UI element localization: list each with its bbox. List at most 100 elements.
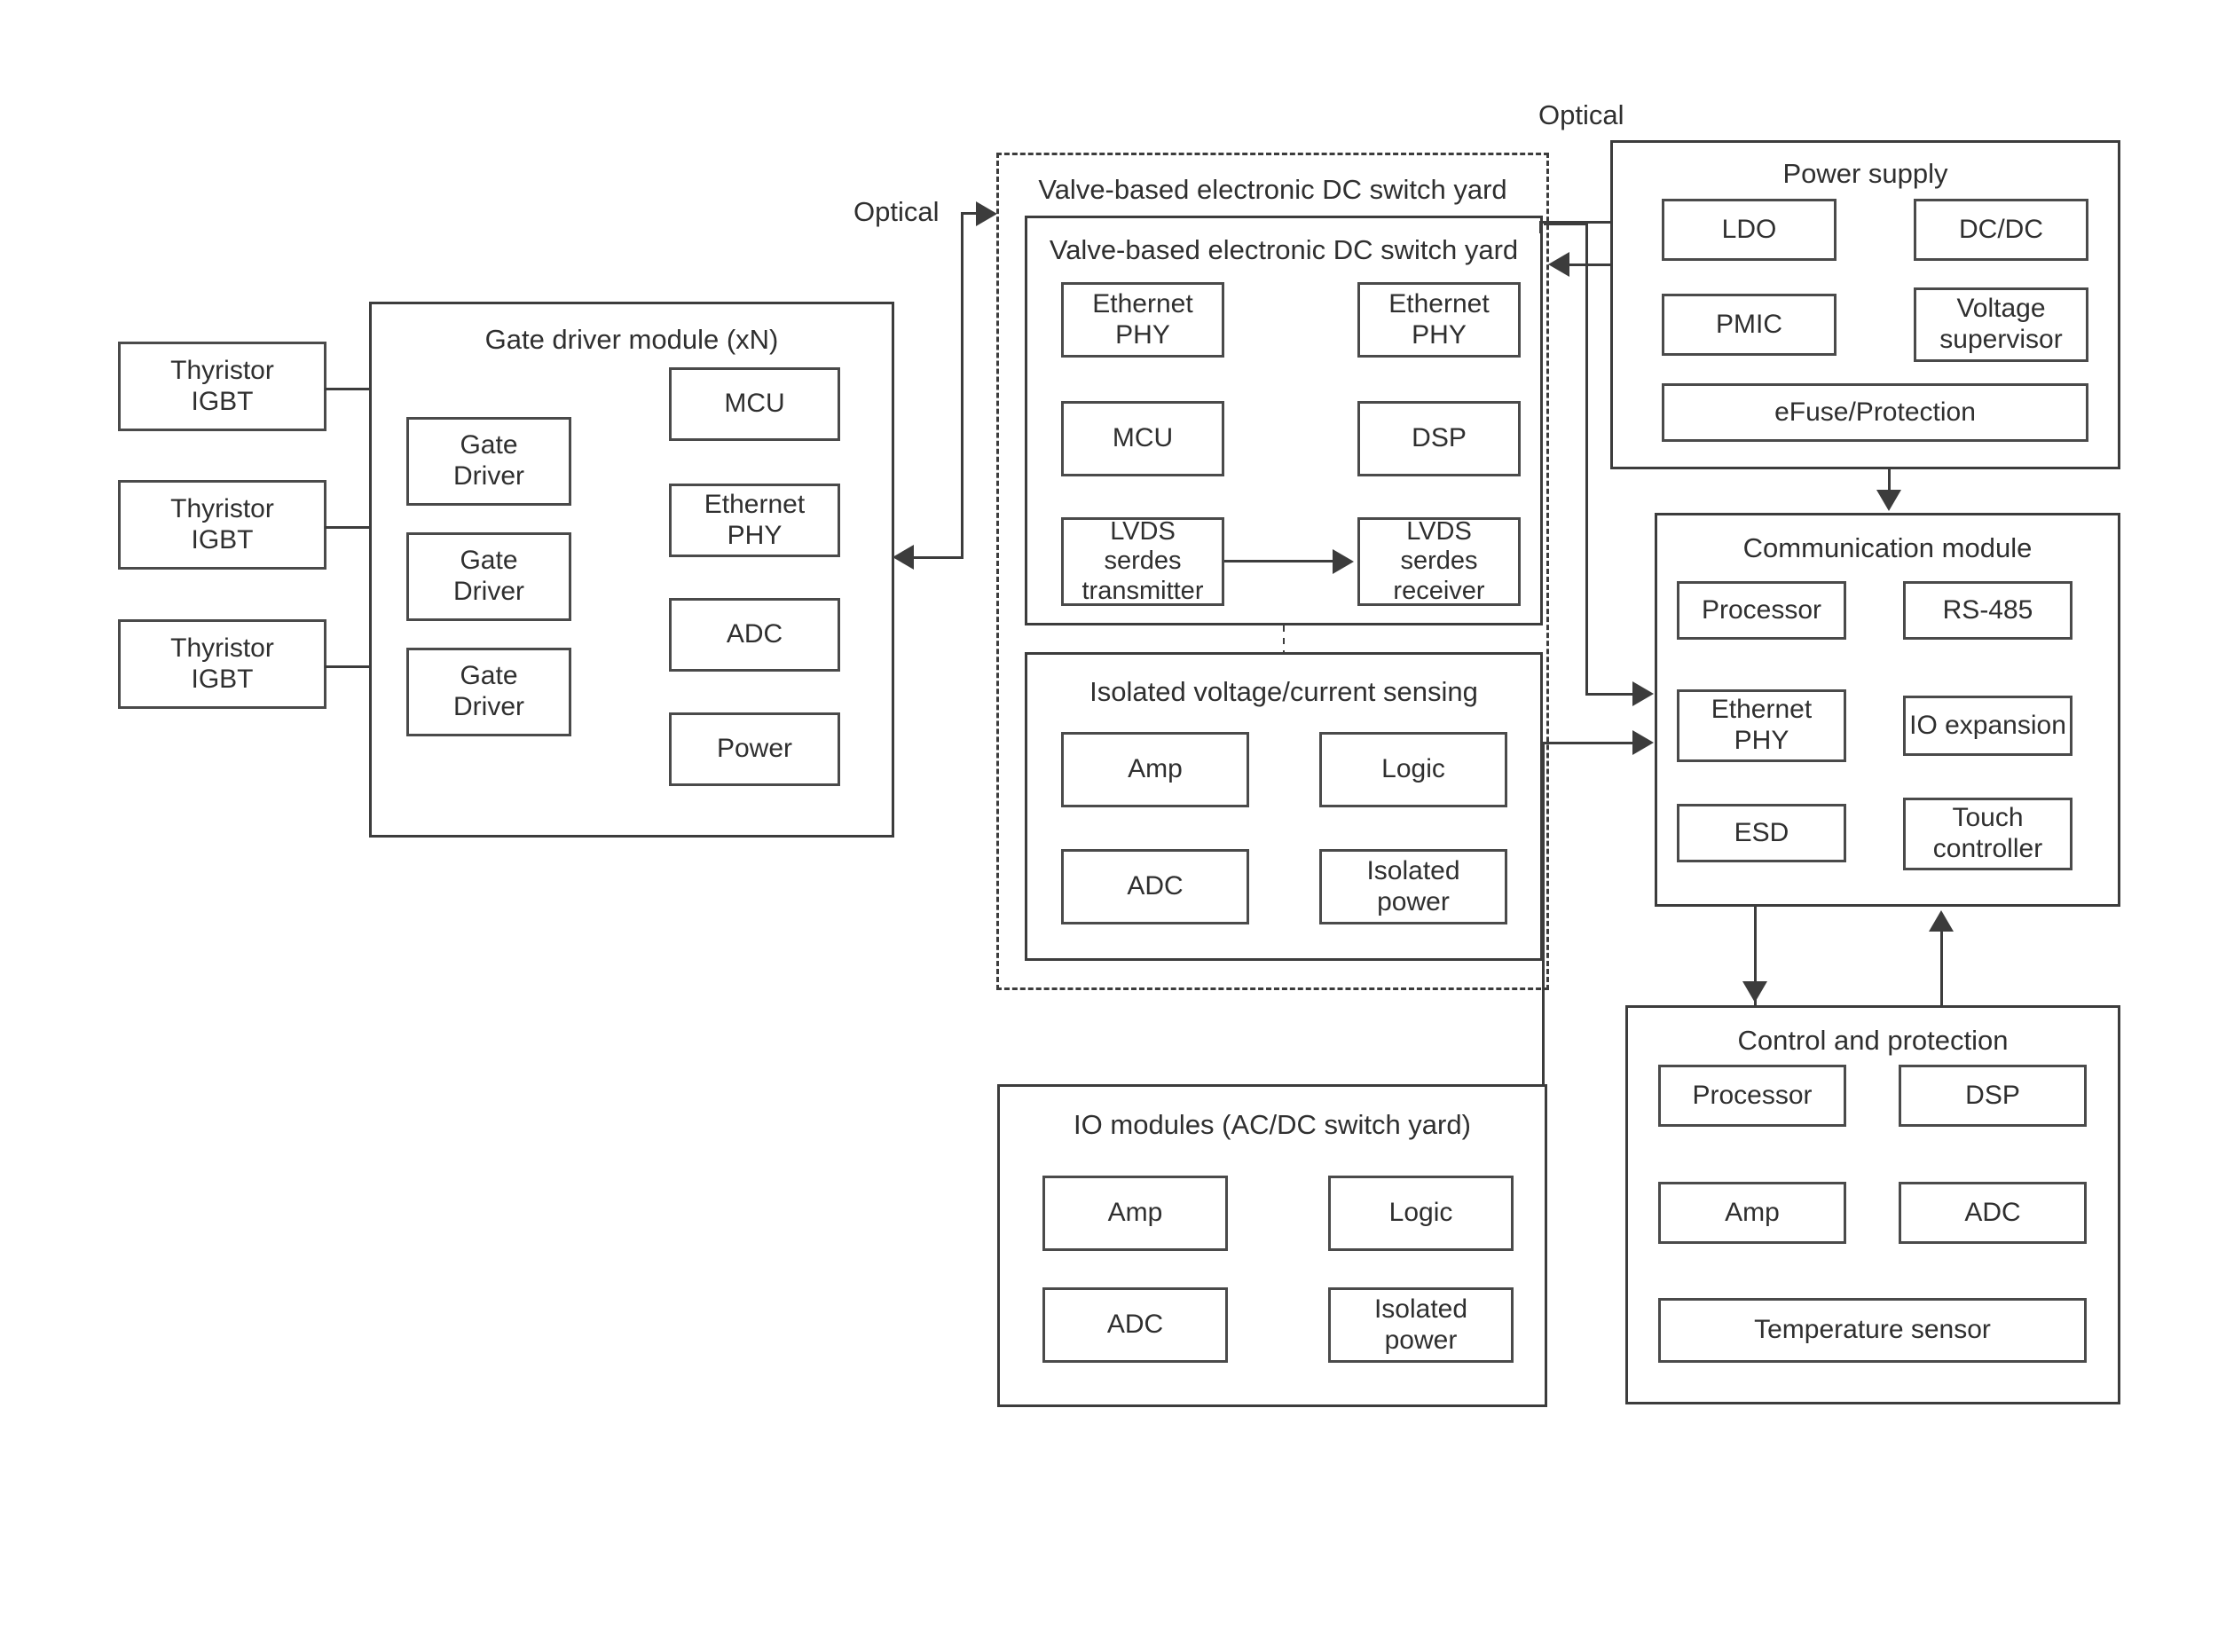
communication-rs485: RS-485 — [1903, 581, 2072, 640]
gate-driver-1-line2: Driver — [453, 461, 524, 491]
power-supply-ldo: LDO — [1662, 199, 1837, 261]
isolated-sensing-title: Isolated voltage/current sensing — [1089, 676, 1478, 707]
isolated-sensing-adc-label: ADC — [1127, 871, 1184, 901]
thyristor-igbt-block-1: Thyristor IGBT — [118, 342, 326, 431]
isolated-sensing-isolated-power-line1: Isolated — [1366, 855, 1460, 885]
thyristor-igbt-block-3: Thyristor IGBT — [118, 619, 326, 709]
communication-touch-controller-line2: controller — [1932, 834, 2043, 863]
optical-top-line-v-left — [1539, 221, 1542, 233]
power-supply-efuse-protection-label: eFuse/Protection — [1774, 397, 1976, 427]
control-adc: ADC — [1899, 1182, 2087, 1244]
valve-yard-ethernet-phy-right: Ethernet PHY — [1357, 282, 1521, 358]
isolated-sensing-isolated-power-line2: power — [1377, 886, 1450, 916]
connector-comm-to-control — [1754, 907, 1757, 1006]
communication-processor-label: Processor — [1701, 594, 1822, 625]
valve-yard-ethernet-phy-left-line1: Ethernet — [1092, 288, 1193, 319]
gate-driver-3: Gate Driver — [406, 648, 571, 736]
optical-arrow-into-valve-yard-inner — [1548, 252, 1569, 277]
communication-module-title: Communication module — [1742, 532, 2033, 563]
gate-driver-power-label: Power — [716, 734, 793, 764]
control-processor: Processor — [1658, 1065, 1846, 1127]
power-supply-dcdc-label: DC/DC — [1959, 214, 2043, 244]
optical-label-top: Optical — [1538, 99, 1624, 130]
io-modules-adc-label: ADC — [1106, 1310, 1164, 1340]
connector-io-to-comm-arrow — [1632, 730, 1654, 755]
control-adc-label: ADC — [1964, 1197, 2021, 1227]
power-supply-ldo-label: LDO — [1721, 214, 1777, 244]
gate-driver-adc: ADC — [669, 598, 840, 672]
io-modules-isolated-power-line2: power — [1384, 1325, 1458, 1355]
connector-lvds-tx-rx — [1224, 560, 1334, 562]
optical-arrow-into-gate-driver — [893, 545, 914, 570]
optical-top-line-h-upper — [1539, 221, 1623, 224]
gate-driver-2-line1: Gate — [460, 546, 518, 576]
gate-driver-module-title: Gate driver module (xN) — [484, 324, 779, 355]
control-protection-title: Control and protection — [1737, 1025, 2009, 1056]
thyristor-igbt-1-line2: IGBT — [191, 386, 254, 416]
io-modules-amp: Amp — [1042, 1176, 1228, 1251]
isolated-sensing-logic: Logic — [1319, 732, 1507, 807]
valve-yard-dsp-label: DSP — [1412, 423, 1467, 453]
connector-valve-to-comm-v — [1585, 223, 1588, 695]
power-supply-pmic: PMIC — [1662, 294, 1837, 356]
control-dsp-label: DSP — [1965, 1080, 2020, 1110]
gate-driver-mcu: MCU — [669, 367, 840, 441]
thyristor-igbt-block-2: Thyristor IGBT — [118, 480, 326, 570]
connector-valve-to-comm-h-top — [1544, 223, 1588, 225]
control-temperature-sensor-label: Temperature sensor — [1754, 1315, 1991, 1345]
valve-yard-lvds-transmitter-line1: LVDS — [1110, 516, 1176, 546]
gate-driver-mcu-label: MCU — [724, 389, 785, 419]
isolated-sensing-amp: Amp — [1061, 732, 1249, 807]
isolated-sensing-adc: ADC — [1061, 849, 1249, 924]
optical-top-line-h-lower — [1569, 264, 1624, 266]
power-supply-dcdc: DC/DC — [1914, 199, 2088, 261]
connector-control-to-comm-arrow — [1929, 910, 1954, 932]
thyristor-igbt-3-line2: IGBT — [191, 664, 254, 694]
connector-comm-to-control-arrow — [1742, 981, 1767, 1003]
thyristor-igbt-1-line1: Thyristor — [170, 355, 274, 385]
valve-yard-dashed-separator — [1283, 625, 1285, 654]
valve-yard-mcu-label: MCU — [1112, 423, 1174, 453]
valve-yard-lvds-transmitter-line2: serdes — [1104, 547, 1182, 576]
isolated-sensing-logic-label: Logic — [1381, 754, 1445, 784]
io-modules-adc: ADC — [1042, 1287, 1228, 1363]
communication-io-expansion-label: IO expansion — [1909, 710, 2066, 740]
gate-driver-1-line1: Gate — [460, 430, 518, 460]
connector-power-to-comm-arrow — [1876, 490, 1901, 511]
thyristor-igbt-3-line1: Thyristor — [170, 633, 274, 663]
valve-yard-lvds-receiver-line1: LVDS — [1406, 516, 1472, 546]
valve-yard-inner-title: Valve-based electronic DC switch yard — [1049, 234, 1519, 265]
connector-power-to-comm — [1888, 469, 1891, 498]
optical-line-v — [961, 212, 963, 558]
communication-io-expansion: IO expansion — [1903, 696, 2072, 756]
gate-driver-ethernet-phy: Ethernet PHY — [669, 484, 840, 557]
valve-yard-dsp: DSP — [1357, 401, 1521, 476]
control-processor-label: Processor — [1692, 1080, 1813, 1110]
gate-driver-3-line1: Gate — [460, 661, 518, 691]
connector-valve-to-comm-h — [1585, 693, 1635, 696]
gate-driver-2: Gate Driver — [406, 532, 571, 621]
connector-io-to-comm-h — [1542, 742, 1636, 744]
communication-processor: Processor — [1677, 581, 1846, 640]
connector-device-1 — [325, 388, 372, 390]
control-temperature-sensor: Temperature sensor — [1658, 1298, 2087, 1363]
valve-yard-lvds-transmitter: LVDS serdes transmitter — [1061, 517, 1224, 606]
valve-yard-ethernet-phy-left-line2: PHY — [1115, 319, 1170, 350]
communication-touch-controller: Touch controller — [1903, 798, 2072, 870]
valve-yard-lvds-receiver-line2: serdes — [1400, 547, 1478, 576]
communication-esd: ESD — [1677, 804, 1846, 862]
isolated-sensing-isolated-power: Isolated power — [1319, 849, 1507, 924]
io-modules-logic-label: Logic — [1388, 1198, 1453, 1228]
optical-label-left: Optical — [853, 196, 940, 227]
gate-driver-1: Gate Driver — [406, 417, 571, 506]
gate-driver-ethernet-phy-line1: Ethernet — [704, 489, 806, 519]
communication-rs485-label: RS-485 — [1942, 594, 2033, 625]
valve-yard-lvds-receiver-line3: receiver — [1393, 576, 1485, 605]
valve-yard-ethernet-phy-right-line1: Ethernet — [1388, 288, 1490, 319]
communication-ethernet-phy: Ethernet PHY — [1677, 689, 1846, 762]
io-modules-logic: Logic — [1328, 1176, 1514, 1251]
connector-device-2 — [325, 526, 372, 529]
isolated-sensing-amp-label: Amp — [1128, 754, 1183, 784]
valve-yard-mcu: MCU — [1061, 401, 1224, 476]
connector-valve-to-comm-arrow — [1632, 681, 1654, 706]
